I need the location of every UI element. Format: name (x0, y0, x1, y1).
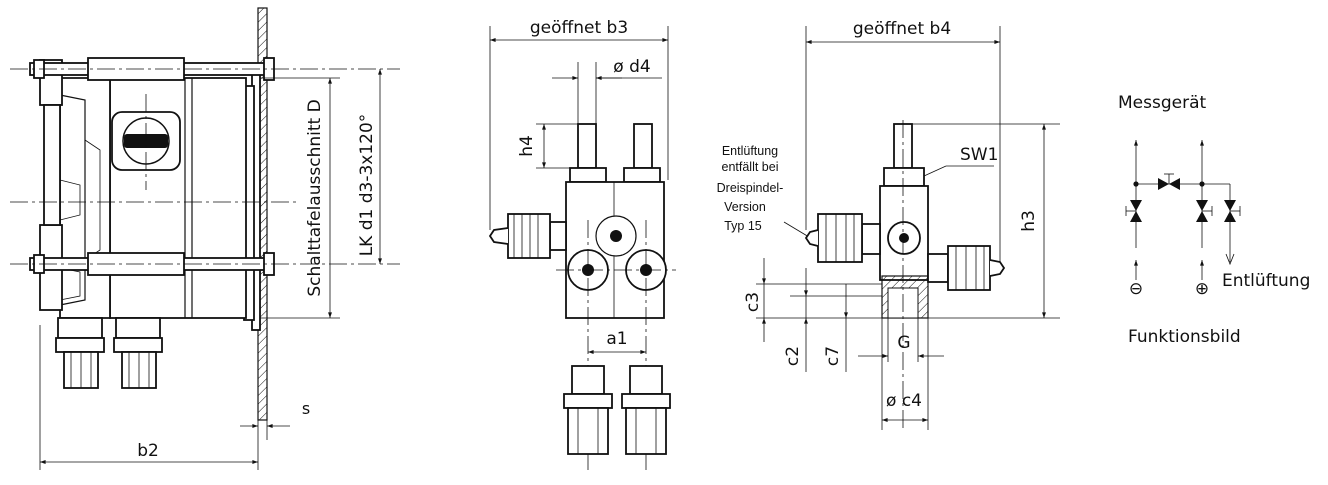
dim-d4: ø d4 (613, 57, 650, 77)
dim-a1: a1 (606, 329, 627, 349)
schematic-title: Messgerät (1118, 93, 1206, 113)
middle-front-view: geöffnet b3 ø d4 h4 (488, 18, 676, 470)
dim-b2: b2 (137, 441, 159, 461)
dim-c7: c7 (823, 346, 843, 366)
vent-note-line-5: Typ 15 (724, 219, 762, 233)
dim-b3: geöffnet b3 (530, 18, 628, 38)
plus-symbol: ⊕ (1195, 279, 1209, 299)
dim-bolt-circle: LK d1 d3-3x120° (357, 114, 377, 257)
dim-c2: c2 (783, 346, 803, 366)
right-side-view: geöffnet b4 Entlüftung entfällt bei Drei… (717, 19, 1060, 430)
minus-symbol: ⊖ (1129, 279, 1143, 299)
vent-note-line-2: entfällt bei (722, 160, 779, 174)
dim-b4: geöffnet b4 (853, 19, 951, 39)
dim-g: G (897, 333, 910, 353)
dim-h3: h3 (1019, 210, 1039, 232)
vent-note-line-3: Dreispindel- (717, 181, 784, 195)
vent-label: Entlüftung (1222, 271, 1310, 291)
vent-note-line-1: Entlüftung (722, 144, 778, 158)
dim-sw1: SW1 (960, 145, 998, 165)
function-schematic: Messgerät ⊖ ⊕ Entlüftung Funktionsbild (1118, 93, 1310, 347)
dim-c4: ø c4 (886, 391, 922, 411)
middle-fittings (563, 365, 671, 455)
vent-note-line-4: Version (724, 200, 766, 214)
dim-h4: h4 (517, 135, 537, 157)
vent-note: Entlüftung entfällt bei Dreispindel- Ver… (717, 144, 815, 241)
left-side-view: b2 s Schalttafelausschnitt D LK d1 d3-3x… (10, 7, 400, 470)
dim-c3: c3 (743, 292, 763, 312)
dim-panel-cutout: Schalttafelausschnitt D (305, 99, 325, 296)
schematic-caption: Funktionsbild (1128, 327, 1241, 347)
left-fittings (55, 317, 163, 389)
dim-s: s (302, 399, 310, 418)
